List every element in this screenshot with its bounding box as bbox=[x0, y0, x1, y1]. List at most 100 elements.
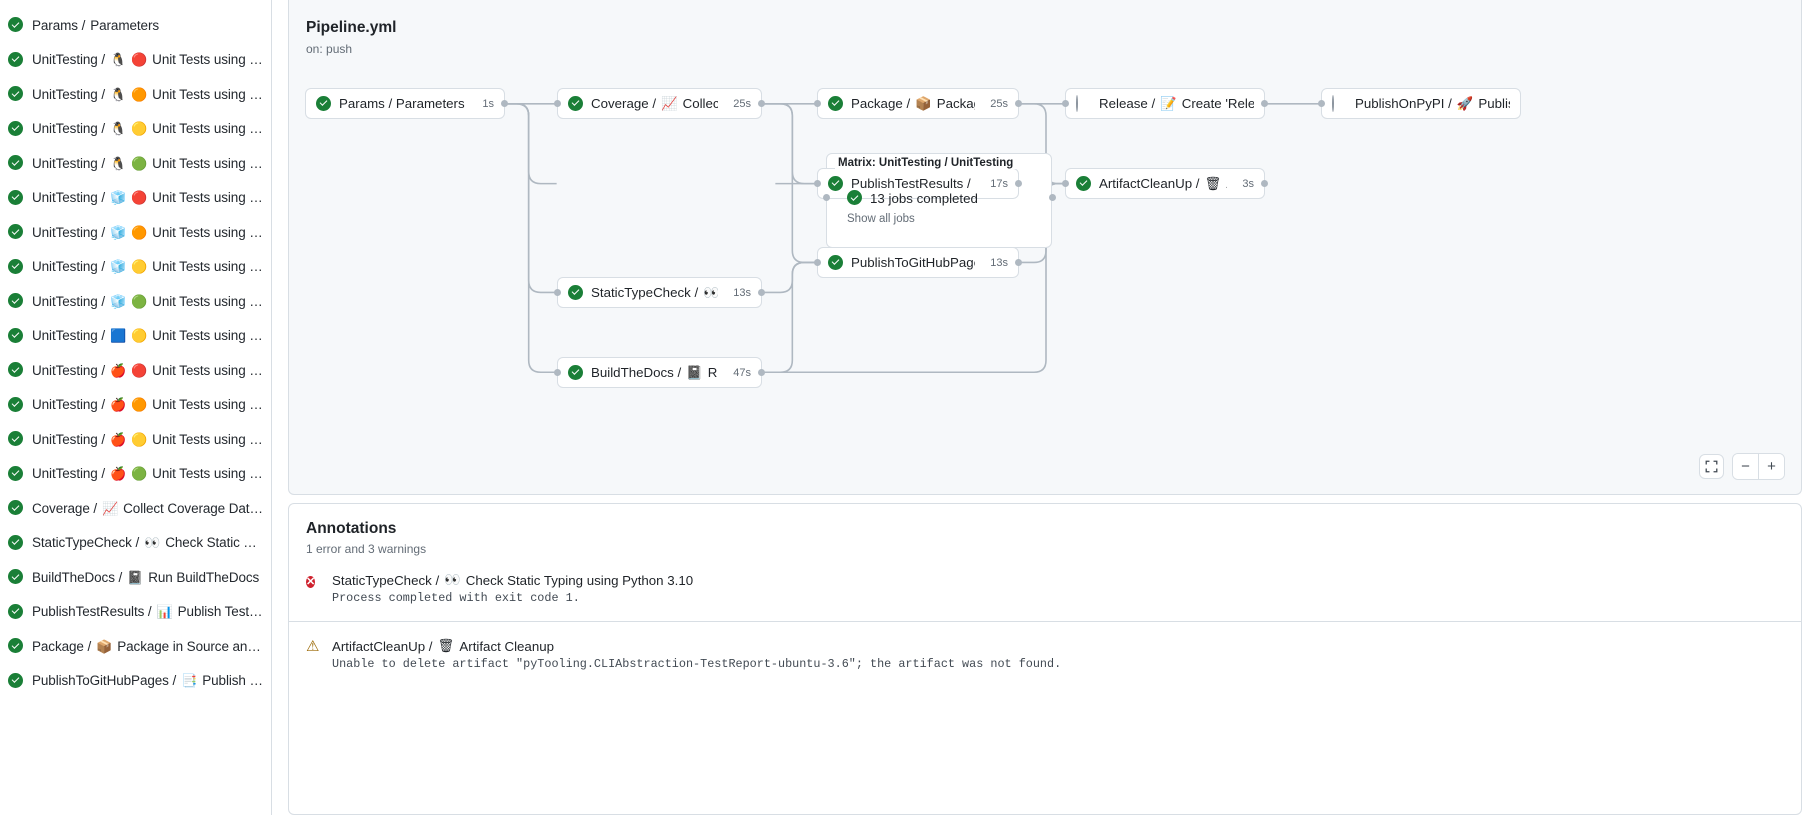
sidebar-job-item[interactable]: Coverage / 📈Collect Coverage Data usi... bbox=[0, 491, 271, 526]
sidebar-job-prefix: UnitTesting / bbox=[32, 52, 105, 68]
node-input-dot bbox=[1062, 180, 1069, 187]
success-icon bbox=[8, 51, 24, 68]
matrix-summary[interactable]: 13 jobs completed bbox=[847, 190, 978, 206]
sidebar-job-version-icon: 🟡 bbox=[131, 328, 148, 344]
graph-node-duration: 25s bbox=[990, 97, 1008, 110]
node-output-dot bbox=[1015, 259, 1022, 266]
graph-node-docs[interactable]: BuildTheDocs / 📓Run Buil...47s bbox=[557, 357, 762, 388]
matrix-input-dot bbox=[823, 194, 830, 201]
graph-node-emoji-icon: 👀 bbox=[703, 284, 719, 300]
graph-node-stc[interactable]: StaticTypeCheck / 👀Chec...13s bbox=[557, 277, 762, 308]
graph-node-duration: 13s bbox=[733, 286, 751, 299]
sidebar-job-prefix: UnitTesting / bbox=[32, 397, 105, 413]
workflow-graph-panel: Pipeline.yml on: push bbox=[288, 0, 1802, 495]
graph-node-job: PublishTestResults / bbox=[851, 176, 971, 191]
graph-node-label: Params / Parameters bbox=[339, 96, 465, 111]
sidebar-job-item[interactable]: PublishTestResults / 📊Publish Test Resu.… bbox=[0, 595, 271, 630]
sidebar-job-item[interactable]: UnitTesting / 🐧🔴Unit Tests using Pyth... bbox=[0, 43, 271, 78]
sidebar-job-item[interactable]: UnitTesting / 🍎🟠Unit Tests using Pyth... bbox=[0, 388, 271, 423]
sidebar-job-item[interactable]: UnitTesting / 🍎🟡Unit Tests using Pyth... bbox=[0, 422, 271, 457]
graph-node-duration: 17s bbox=[990, 177, 1008, 190]
node-output-dot bbox=[758, 100, 765, 107]
sidebar-job-item[interactable]: UnitTesting / 🧊🟠Unit Tests using Pyth... bbox=[0, 215, 271, 250]
annotations-panel: Annotations 1 error and 3 warnings ✕Stat… bbox=[288, 503, 1802, 815]
sidebar-job-item[interactable]: UnitTesting / 🍎🔴Unit Tests using Pyth... bbox=[0, 353, 271, 388]
success-icon bbox=[8, 362, 24, 378]
graph-node-label: Release / 📝Create 'Release P... bbox=[1099, 96, 1254, 112]
sidebar-job-platform-icon: 🧊 bbox=[109, 259, 127, 275]
sidebar-job-item[interactable]: Params / Parameters bbox=[0, 8, 271, 43]
success-icon bbox=[8, 293, 24, 309]
node-input-dot bbox=[814, 259, 821, 266]
sidebar-job-item[interactable]: UnitTesting / 🐧🟠Unit Tests using Pyth... bbox=[0, 77, 271, 112]
graph-node-duration: 25s bbox=[733, 97, 751, 110]
sidebar-job-item[interactable]: UnitTesting / 🐧🟢Unit Tests using Pyth... bbox=[0, 146, 271, 181]
sidebar-job-item[interactable]: UnitTesting / 🐧🟡Unit Tests using Pyth... bbox=[0, 112, 271, 147]
graph-node-emoji-icon: 🚀 bbox=[1456, 95, 1474, 111]
graph-node-job: Package / bbox=[851, 96, 911, 111]
annotation-body: StaticTypeCheck / 👀Check Static Typing u… bbox=[332, 572, 693, 605]
success-icon bbox=[8, 224, 24, 240]
sidebar-job-version-icon: 🟢 bbox=[131, 466, 148, 482]
sidebar-job-name: Unit Tests using Pyth... bbox=[152, 190, 263, 206]
sidebar-job-version-icon: 🔴 bbox=[131, 362, 148, 378]
graph-node-package[interactable]: Package / 📦Package in So...25s bbox=[817, 88, 1019, 119]
zoom-in-button[interactable]: + bbox=[1759, 454, 1784, 479]
success-icon bbox=[828, 254, 844, 271]
sidebar-job-item[interactable]: UnitTesting / 🧊🟡Unit Tests using Pyth... bbox=[0, 250, 271, 285]
sidebar-job-label: UnitTesting / 🐧🟡Unit Tests using Pyth... bbox=[32, 121, 263, 136]
sidebar-job-name: Unit Tests using Pyth... bbox=[152, 121, 263, 137]
sidebar-job-prefix: UnitTesting / bbox=[32, 328, 105, 344]
sidebar-job-item[interactable]: PublishToGitHubPages / 📑Publish to G... bbox=[0, 664, 271, 699]
fit-screen-icon bbox=[1705, 460, 1718, 473]
graph-node-pypi[interactable]: PublishOnPyPI / 🚀Publish to ... bbox=[1321, 88, 1521, 119]
sidebar-job-item[interactable]: UnitTesting / 🟦🟡Unit Tests using Pyth... bbox=[0, 319, 271, 354]
sidebar-job-name: Unit Tests using Pyth... bbox=[152, 155, 263, 171]
graph-node-release[interactable]: Release / 📝Create 'Release P... bbox=[1065, 88, 1265, 119]
sidebar-job-label: UnitTesting / 🐧🟢Unit Tests using Pyth... bbox=[32, 156, 263, 171]
sidebar-job-label: PublishTestResults / 📊Publish Test Resu.… bbox=[32, 604, 263, 619]
graph-node-step: Package in So... bbox=[936, 96, 976, 111]
node-input-dot bbox=[554, 100, 561, 107]
sidebar-job-label: UnitTesting / 🟦🟡Unit Tests using Pyth... bbox=[32, 328, 263, 343]
show-all-jobs-link[interactable]: Show all jobs bbox=[847, 213, 915, 225]
sidebar-job-prefix: Package / bbox=[32, 638, 92, 654]
sidebar-job-prefix: BuildTheDocs / bbox=[32, 569, 123, 585]
graph-node-emoji-icon: 📓 bbox=[686, 364, 703, 380]
success-icon bbox=[8, 155, 24, 171]
graph-node-cleanup[interactable]: ArtifactCleanUp / 🗑Artifac...3s bbox=[1065, 168, 1265, 199]
sidebar-job-prefix: UnitTesting / bbox=[32, 86, 105, 102]
sidebar-job-label: StaticTypeCheck / 👀Check Static Typing..… bbox=[32, 535, 263, 550]
annotation-emoji-icon: 👀 bbox=[444, 572, 461, 587]
node-output-dot bbox=[1015, 180, 1022, 187]
sidebar-job-prefix: UnitTesting / bbox=[32, 155, 105, 171]
sidebar-job-prefix: UnitTesting / bbox=[32, 466, 105, 482]
graph-node-ghpages[interactable]: PublishToGitHubPages / 📑...13s bbox=[817, 247, 1019, 278]
fit-to-screen-button[interactable] bbox=[1699, 454, 1724, 479]
sidebar-job-item[interactable]: StaticTypeCheck / 👀Check Static Typing..… bbox=[0, 526, 271, 561]
error-icon: ✕ bbox=[306, 576, 316, 588]
sidebar-job-platform-icon: 🧊 bbox=[109, 293, 127, 309]
sidebar-job-item[interactable]: Package / 📦Package in Source and Wh... bbox=[0, 629, 271, 664]
sidebar-job-prefix: UnitTesting / bbox=[32, 431, 105, 447]
annotation-item[interactable]: ✕ StaticTypeCheck / 👀Check Static Typing … bbox=[289, 556, 1801, 605]
sidebar-job-prefix: UnitTesting / bbox=[32, 293, 105, 309]
sidebar-job-item[interactable]: BuildTheDocs / 📓Run BuildTheDocs bbox=[0, 560, 271, 595]
sidebar-job-version-icon: 🟡 bbox=[131, 431, 148, 447]
annotation-step: Artifact Cleanup bbox=[459, 638, 555, 654]
sidebar-job-label: UnitTesting / 🍎🟡Unit Tests using Pyth... bbox=[32, 432, 263, 447]
zoom-out-button[interactable]: − bbox=[1733, 454, 1758, 479]
graph-node-job: ArtifactCleanUp / bbox=[1099, 176, 1200, 191]
sidebar-job-name: Unit Tests using Pyth... bbox=[152, 362, 263, 378]
sidebar-job-item[interactable]: UnitTesting / 🧊🟢Unit Tests using Pyth... bbox=[0, 284, 271, 319]
graph-node-coverage[interactable]: Coverage / 📈Collect Cove...25s bbox=[557, 88, 762, 119]
sidebar-job-item[interactable]: UnitTesting / 🍎🟢Unit Tests using Pyth... bbox=[0, 457, 271, 492]
success-icon bbox=[8, 17, 24, 33]
success-icon bbox=[8, 672, 24, 689]
sidebar-job-item[interactable]: UnitTesting / 🧊🔴Unit Tests using Pyth... bbox=[0, 181, 271, 216]
sidebar-job-version-icon: 🟡 bbox=[131, 121, 148, 137]
